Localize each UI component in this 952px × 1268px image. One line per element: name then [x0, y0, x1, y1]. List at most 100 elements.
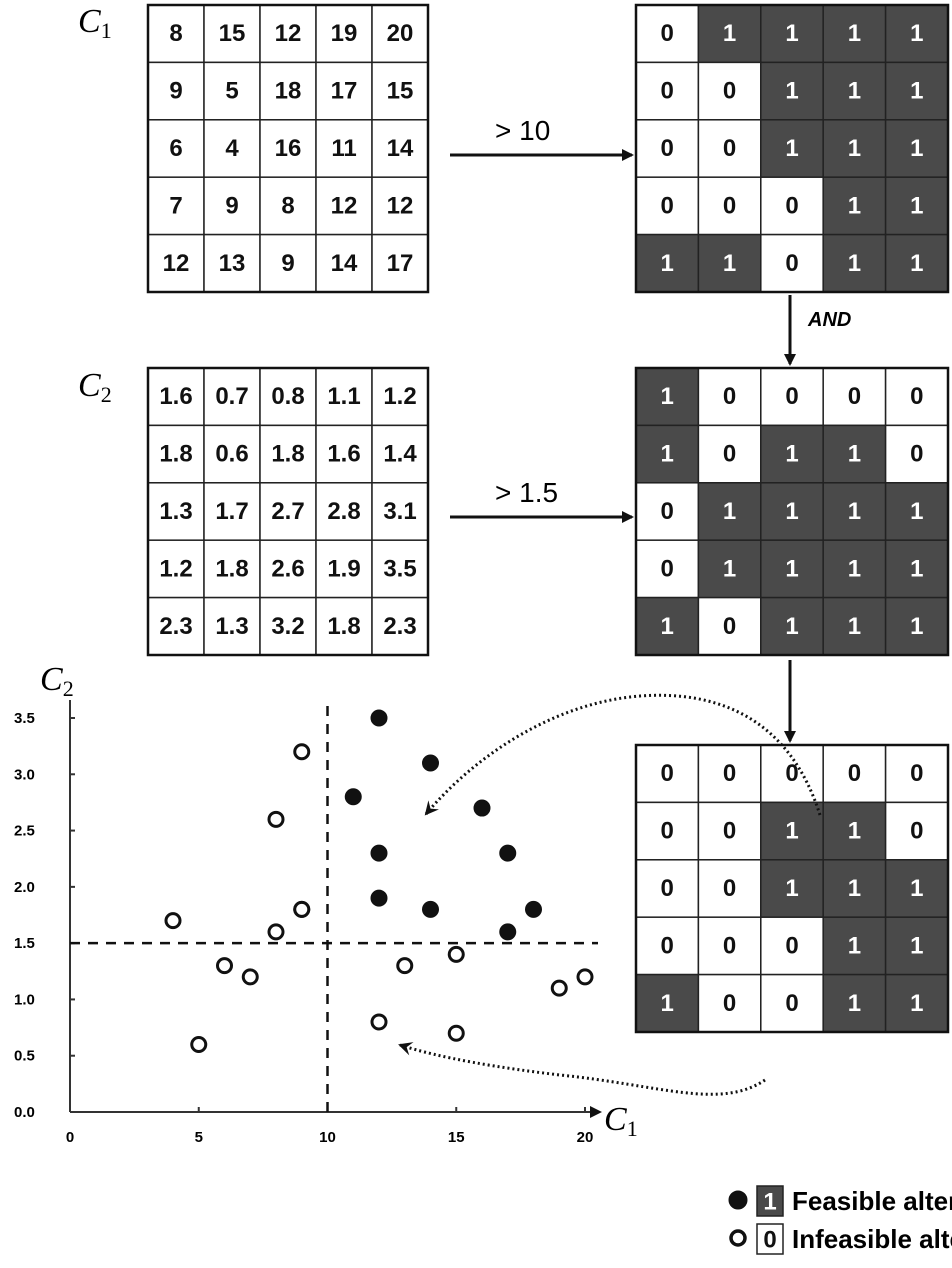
y-axis-label: C2 — [40, 661, 74, 701]
x-tick-label: 15 — [448, 1129, 465, 1146]
x-tick-label: 20 — [577, 1129, 594, 1146]
feasible-point — [473, 799, 491, 817]
cell-value: 0 — [661, 932, 674, 959]
cell-value: 1 — [910, 555, 923, 582]
matrix-cell — [760, 367, 824, 427]
cell-value: 1 — [848, 990, 861, 1017]
cell-value: 1.9 — [327, 555, 360, 582]
matrix-cell — [203, 482, 261, 541]
cell-value: 1 — [848, 78, 861, 105]
matrix-cell — [203, 424, 261, 484]
matrix-cell — [884, 119, 949, 178]
feasible-point — [499, 844, 517, 862]
cell-value: 0 — [723, 875, 736, 902]
infeasible-point — [576, 968, 594, 986]
cell-value: 1.8 — [327, 613, 360, 640]
hollow-circle-icon — [729, 1229, 747, 1247]
cell-value: 17 — [331, 78, 358, 105]
cell-value: 1 — [910, 135, 923, 162]
cell-value: 1 — [910, 250, 923, 277]
matrix-cell — [371, 176, 429, 236]
matrix-cell — [203, 596, 261, 656]
cell-value: 12 — [275, 20, 302, 47]
matrix-cell — [884, 424, 949, 484]
cell-value: 1.6 — [327, 441, 360, 468]
cell-value: 8 — [281, 192, 294, 219]
cell-value: 1 — [785, 613, 798, 640]
cell-value: 3.2 — [271, 613, 304, 640]
matrix-cell — [259, 233, 317, 293]
matrix-cell — [371, 596, 429, 656]
matrix-cell — [315, 176, 373, 236]
matrix-cell — [147, 233, 205, 293]
cell-value: 1 — [910, 78, 923, 105]
cell-value: 12 — [331, 192, 358, 219]
cell-value: 0 — [723, 78, 736, 105]
cell-value: 1 — [848, 135, 861, 162]
matrix-cell — [635, 916, 700, 976]
cell-value: 6 — [169, 135, 182, 162]
matrix-cell — [697, 539, 762, 599]
cell-value: 17 — [387, 250, 414, 277]
cell-value: 0 — [723, 932, 736, 959]
cell-value: 0 — [661, 135, 674, 162]
matrix-cell — [822, 539, 887, 599]
legend-cell-value: 0 — [763, 1227, 776, 1254]
matrix-cell — [884, 4, 949, 64]
infeasible-point — [267, 923, 285, 941]
infeasible-point — [293, 900, 311, 918]
cell-value: 1 — [785, 818, 798, 845]
y-tick-label: 3.5 — [14, 710, 35, 727]
y-tick-label: 1.5 — [14, 935, 35, 952]
cell-value: 0.6 — [215, 441, 248, 468]
cell-value: 0 — [910, 383, 923, 410]
y-tick-label: 2.0 — [14, 879, 35, 896]
cell-value: 1 — [910, 498, 923, 525]
cell-value: 1 — [723, 498, 736, 525]
cell-value: 1 — [661, 613, 674, 640]
matrix-cell — [371, 539, 429, 599]
c1-threshold-label: > 10 — [495, 115, 550, 146]
matrix-cell — [203, 4, 261, 64]
filled-circle-icon — [728, 1190, 748, 1210]
cell-value: 14 — [387, 135, 414, 162]
cell-value: 3.5 — [383, 555, 416, 582]
cell-value: 1.4 — [383, 441, 417, 468]
matrix-cell — [315, 119, 373, 178]
cell-value: 12 — [163, 250, 190, 277]
cell-value: 2.3 — [159, 613, 192, 640]
matrix-cell — [147, 424, 205, 484]
matrix-cell — [760, 916, 824, 976]
cell-value: 20 — [387, 20, 414, 47]
cell-value: 0 — [661, 78, 674, 105]
cell-value: 1.7 — [215, 498, 248, 525]
cell-value: 3.1 — [383, 498, 416, 525]
infeasible-point — [447, 945, 465, 963]
matrix-cell — [635, 539, 700, 599]
matrix-cell — [259, 539, 317, 599]
matrix-cell — [371, 61, 429, 121]
cell-value: 9 — [281, 250, 294, 277]
cell-value: 0 — [723, 990, 736, 1017]
matrix-cell — [697, 744, 762, 804]
cell-value: 1 — [848, 250, 861, 277]
cell-value: 18 — [275, 78, 302, 105]
cell-value: 0 — [910, 760, 923, 787]
matrix-cell — [760, 233, 824, 293]
infeasible-point — [190, 1035, 208, 1053]
legend-label: Feasible altematives — [792, 1186, 952, 1216]
cell-value: 0 — [661, 555, 674, 582]
feasible-point — [525, 900, 542, 918]
cell-value: 16 — [275, 135, 302, 162]
cell-value: 9 — [225, 192, 238, 219]
matrix-cell — [884, 859, 949, 918]
cell-value: 1 — [785, 135, 798, 162]
cell-value: 8 — [169, 20, 182, 47]
cell-value: 0 — [723, 818, 736, 845]
cell-value: 1 — [785, 875, 798, 902]
cell-value: 0 — [661, 498, 674, 525]
